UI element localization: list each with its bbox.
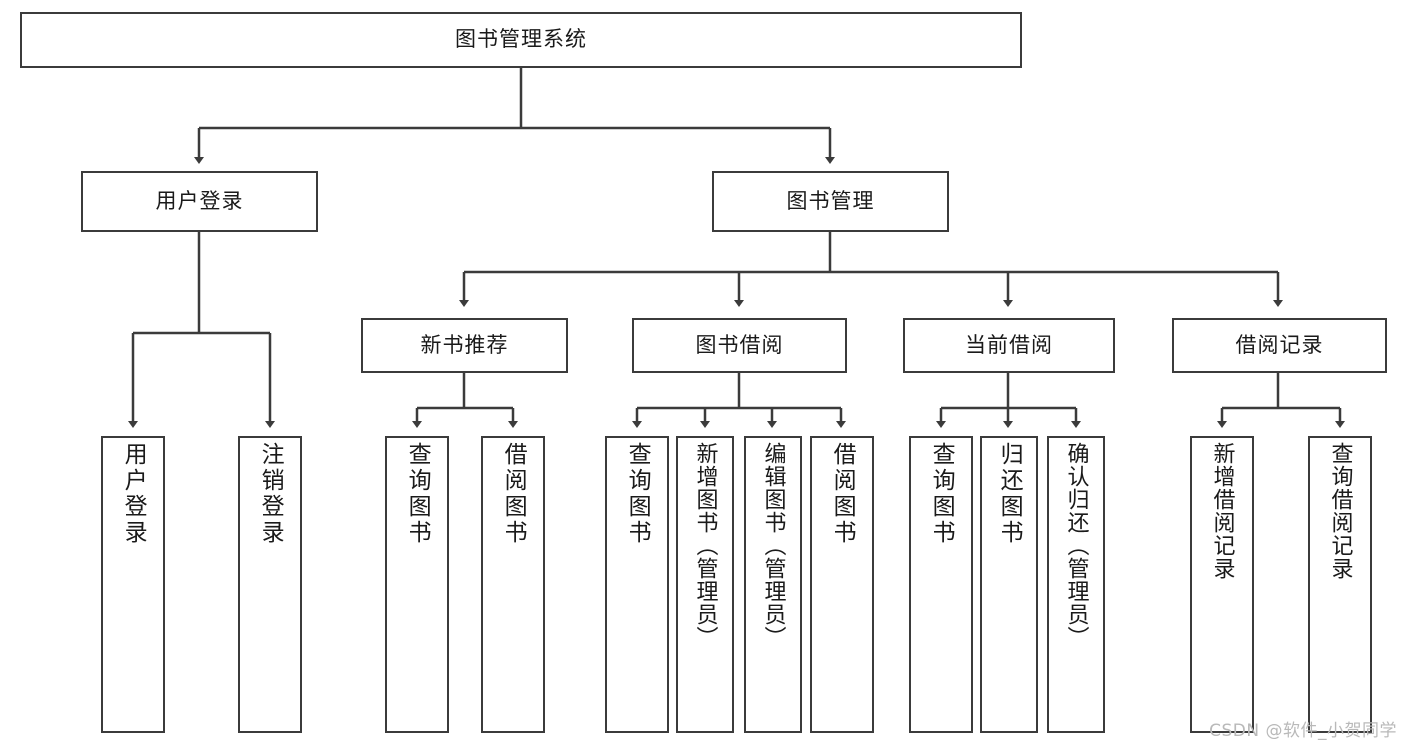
node-new-book-recommend-label: 新书推荐 [420,332,509,357]
leaf-query-book-recommend[interactable]: 查询图书 [385,436,449,733]
node-user-login[interactable]: 用户登录 [81,171,318,232]
leaf-query-borrow-record-label: 查询借阅记录 [1327,442,1353,580]
leaf-add-book-admin-label: 新增图书（管理员） [692,442,718,649]
leaf-add-borrow-record[interactable]: 新增借阅记录 [1190,436,1254,733]
leaf-return-book[interactable]: 归还图书 [980,436,1038,733]
watermark: CSDN @软件_小贺同学 [1209,721,1397,741]
leaf-query-book-borrow[interactable]: 查询图书 [605,436,669,733]
leaf-user-login[interactable]: 用户登录 [101,436,165,733]
node-current-borrow-label: 当前借阅 [965,332,1053,357]
leaf-user-login-label: 用户登录 [120,442,147,546]
node-book-borrow-label: 图书借阅 [695,332,784,357]
leaf-return-book-label: 归还图书 [996,442,1023,546]
node-root[interactable]: 图书管理系统 [20,12,1022,68]
leaf-edit-book-admin[interactable]: 编辑图书（管理员） [744,436,802,733]
leaf-query-book-borrow-label: 查询图书 [624,442,651,546]
leaf-query-book-current[interactable]: 查询图书 [909,436,973,733]
node-book-borrow[interactable]: 图书借阅 [632,318,847,373]
leaf-query-book-recommend-label: 查询图书 [404,442,431,546]
leaf-confirm-return-admin-label: 确认归还（管理员） [1063,442,1089,649]
node-borrow-record-label: 借阅记录 [1235,332,1324,357]
node-user-login-label: 用户登录 [155,188,244,213]
node-book-management[interactable]: 图书管理 [712,171,949,232]
leaf-add-borrow-record-label: 新增借阅记录 [1209,442,1235,580]
leaf-edit-book-admin-label: 编辑图书（管理员） [760,442,786,649]
node-borrow-record[interactable]: 借阅记录 [1172,318,1387,373]
leaf-query-book-current-label: 查询图书 [928,442,955,546]
leaf-borrow-book-borrow-label: 借阅图书 [829,442,856,546]
leaf-add-book-admin[interactable]: 新增图书（管理员） [676,436,734,733]
leaf-query-borrow-record[interactable]: 查询借阅记录 [1308,436,1372,733]
leaf-user-logout[interactable]: 注销登录 [238,436,302,733]
node-new-book-recommend[interactable]: 新书推荐 [361,318,568,373]
node-current-borrow[interactable]: 当前借阅 [903,318,1115,373]
node-root-label: 图书管理系统 [455,27,587,52]
node-book-management-label: 图书管理 [786,188,875,213]
leaf-borrow-book-borrow[interactable]: 借阅图书 [810,436,874,733]
leaf-user-logout-label: 注销登录 [257,442,284,546]
leaf-confirm-return-admin[interactable]: 确认归还（管理员） [1047,436,1105,733]
leaf-borrow-book-recommend[interactable]: 借阅图书 [481,436,545,733]
leaf-borrow-book-recommend-label: 借阅图书 [500,442,527,546]
